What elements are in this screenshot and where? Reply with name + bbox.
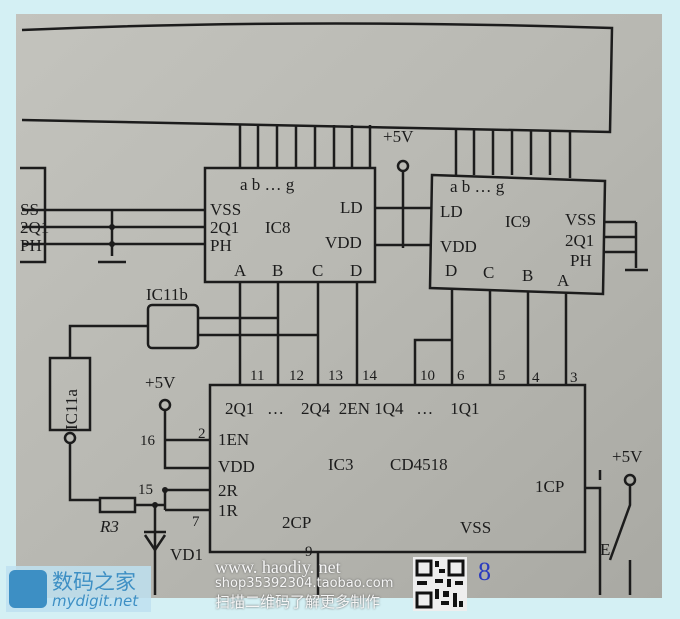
watermark-scan-text: 扫描二维码了解更多制作 (215, 593, 381, 611)
diode-vd1 (143, 530, 167, 553)
ic11a-label: IC11a (62, 389, 81, 430)
ic3-output-labels: 2Q1 … 2Q4 2EN 1Q4 … 1Q1 (225, 399, 480, 418)
ic3-1en: 1EN (218, 430, 249, 449)
ic8-ld-label: LD (340, 198, 363, 217)
ic3-vss: VSS (460, 518, 491, 537)
supply-label-switch: +5V (612, 447, 643, 466)
ic9-2q1-label: 2Q1 (565, 231, 594, 250)
ic9-vdd-label: VDD (440, 237, 477, 256)
ic11a-gate (48, 356, 92, 432)
ic9-pin-c: C (483, 263, 494, 282)
ic9-vss-label: VSS (565, 210, 596, 229)
ic11b-label: IC11b (146, 285, 188, 304)
ic8-vdd-label: VDD (325, 233, 362, 252)
ic9-pin-a: A (557, 271, 570, 290)
paper-background (16, 14, 662, 598)
ic8-pin-b: B (272, 261, 283, 280)
ic3-2cp: 2CP (282, 513, 311, 532)
ic3-name: IC3 (328, 455, 354, 474)
ic8-pin-c: C (312, 261, 323, 280)
resistor-r3 (98, 496, 137, 514)
vcc-terminal (396, 159, 410, 173)
ic9-name: IC9 (505, 212, 531, 231)
pin-11: 11 (250, 368, 264, 384)
ic8-name: IC8 (265, 218, 291, 237)
pin-9: 9 (305, 544, 313, 560)
handwritten-mark: 8 (478, 557, 491, 586)
watermark-logo: 数码之家 mydigit.net (6, 566, 151, 612)
pin-16: 16 (140, 433, 156, 449)
ic9-ld-label: LD (440, 202, 463, 221)
pin-5: 5 (498, 368, 506, 384)
pin-6: 6 (457, 368, 465, 384)
ic8-pin-d: D (350, 261, 362, 280)
pin-15: 15 (138, 482, 153, 498)
ic8-segment-labels: a b … g (240, 175, 295, 194)
partial-ss: SS (20, 200, 39, 219)
pin-13: 13 (328, 368, 343, 384)
pin-2: 2 (198, 426, 206, 442)
partial-ph: PH (20, 236, 42, 255)
ic8-2q1-label: 2Q1 (210, 218, 239, 237)
supply-label-top: +5V (383, 127, 414, 146)
partial-2q1: 2Q1 (20, 218, 49, 237)
pin-3: 3 (570, 370, 578, 386)
ic9-segment-labels: a b … g (450, 177, 505, 196)
ic9-pin-b: B (522, 266, 533, 285)
pin-10: 10 (420, 368, 435, 384)
ic9-ph-label: PH (570, 251, 592, 270)
logo-url: mydigit.net (52, 592, 139, 610)
ic3-2r: 2R (218, 481, 239, 500)
ic8-box (203, 166, 377, 284)
pin-7: 7 (192, 514, 200, 530)
logo-chinese: 数码之家 (52, 570, 136, 594)
ic9-pin-d: D (445, 261, 457, 280)
pin-12: 12 (289, 368, 304, 384)
pin-4: 4 (532, 370, 540, 386)
supply-label-ic3: +5V (145, 373, 176, 392)
ic8-pin-a: A (234, 261, 247, 280)
ic9-box (428, 173, 607, 296)
vd1-label: VD1 (170, 545, 203, 564)
ic8-ph-label: PH (210, 236, 232, 255)
switch-label: E (600, 540, 610, 559)
ic8-vss-label: VSS (210, 200, 241, 219)
ic3-1r: 1R (218, 501, 239, 520)
watermark-shop: shop35392304.taobao.com (215, 576, 394, 591)
pin-14: 14 (362, 368, 378, 384)
house-icon (9, 570, 47, 608)
ic3-1cp: 1CP (535, 477, 564, 496)
ic3-part-number: CD4518 (390, 455, 448, 474)
display-bar (21, 22, 614, 134)
r3-label: R3 (99, 517, 119, 536)
ic3-vdd: VDD (218, 457, 255, 476)
qr-code-icon (413, 557, 467, 611)
watermark-url: www. haodiy. net (215, 557, 341, 577)
